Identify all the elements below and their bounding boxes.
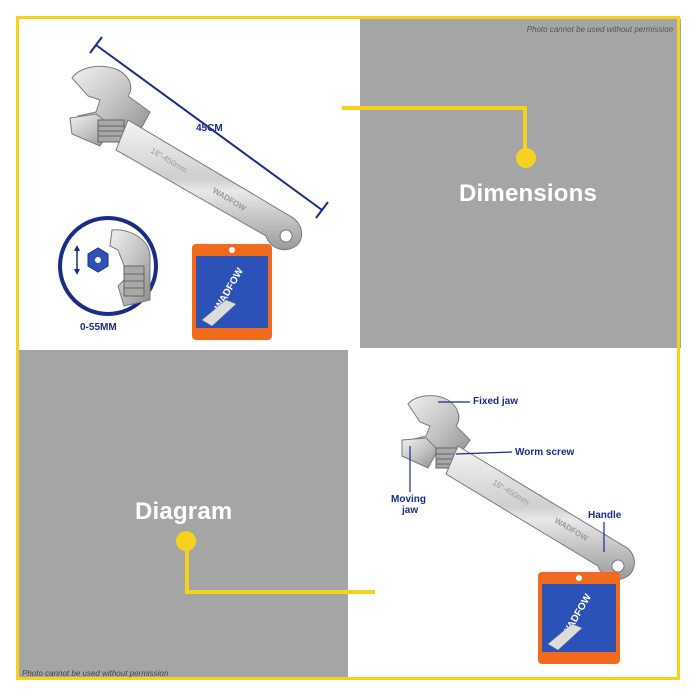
wrench-image-diagram: 18"-450mm WADFOW <box>401 395 635 581</box>
jaw-opening-label: 0-55MM <box>80 322 117 333</box>
wrench-image-top: 18"-450mm WADFOW <box>69 65 303 251</box>
jaw-opening-detail <box>58 216 158 316</box>
moving-jaw-label-line1: Moving <box>391 494 426 505</box>
permission-notice-top: Photo cannot be used without permission <box>526 25 673 34</box>
handle-label: Handle <box>588 510 622 521</box>
diagram-connector <box>176 531 375 594</box>
dimensions-connector <box>342 106 536 168</box>
dimensions-title: Dimensions <box>459 180 598 207</box>
packaging-card-bottom: WADFOW <box>538 572 620 664</box>
yellow-frame <box>16 16 680 680</box>
fixed-jaw-label: Fixed jaw <box>473 396 519 407</box>
permission-notice-bottom: Photo cannot be used without permission <box>22 669 169 678</box>
diagram-title-panel <box>19 350 348 679</box>
length-label: 45CM <box>196 123 223 134</box>
diagram-title: Diagram <box>135 498 233 525</box>
moving-jaw-label-line2: jaw <box>402 505 419 516</box>
packaging-card-top: WADFOW <box>192 244 272 340</box>
length-measure-line <box>89 36 329 219</box>
worm-screw-label: Worm screw <box>515 447 575 458</box>
diagram-pointer-lines <box>409 401 605 552</box>
dimensions-title-panel <box>360 19 681 348</box>
